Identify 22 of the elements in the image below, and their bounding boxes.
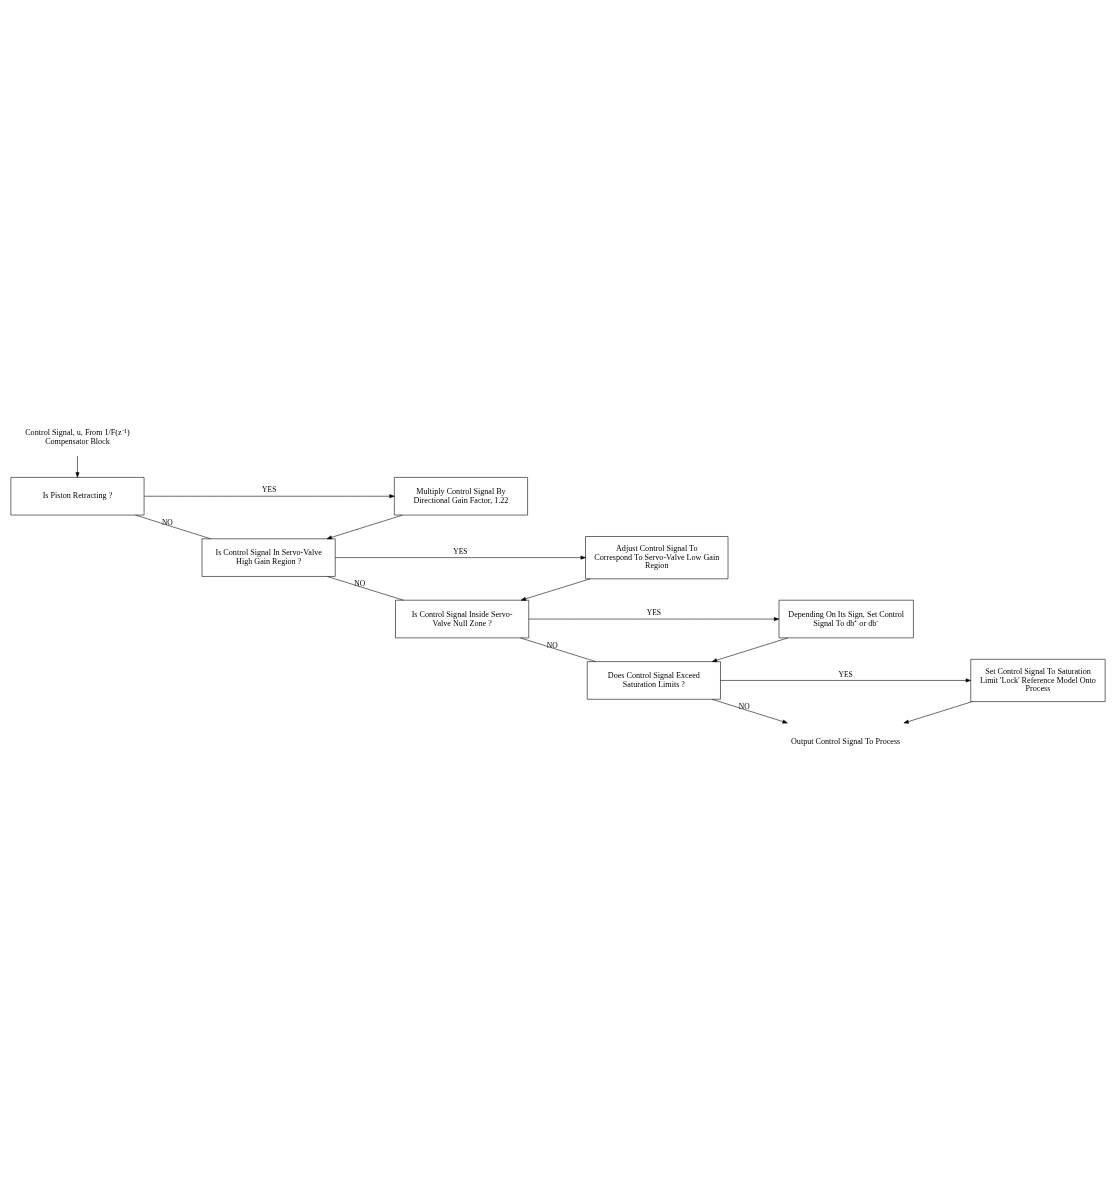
arrow [326, 514, 403, 540]
arrow [720, 678, 971, 683]
node-text: Control Signal, u, From 1/F(z⁻¹) Compensator Block [25, 427, 130, 446]
arrow [75, 455, 80, 478]
arrow [144, 494, 395, 499]
node-box: Adjust Control Signal To Correspond To Servo-Valve Low Gain Region [585, 536, 729, 580]
arrow [528, 617, 780, 621]
arrow [903, 701, 973, 724]
arrow [711, 637, 788, 663]
arrow [335, 555, 586, 560]
node-box: Set Control Signal To Saturation Limit 'Lock' Reference Model Onto Process [970, 659, 1106, 702]
node-box: Is Piston Retracting ? [10, 477, 145, 516]
arrow [711, 699, 788, 724]
node-box: Multiply Control Signal By Directional Gain Factor, 1.22 [394, 477, 528, 516]
connector [520, 637, 596, 662]
node-box: Is Control Signal In Servo-Valve High Gain Region ? [201, 538, 336, 577]
connector [327, 576, 404, 601]
node-box: Depending On Its Sign, Set Control Signal To db⁺ or db⁻ [778, 599, 914, 639]
node-text: Output Control Signal To Process [791, 737, 901, 746]
node-box: Does Control Signal Exceed Saturation Limits ? [586, 661, 721, 700]
connector [135, 514, 211, 540]
arrow [520, 578, 591, 601]
